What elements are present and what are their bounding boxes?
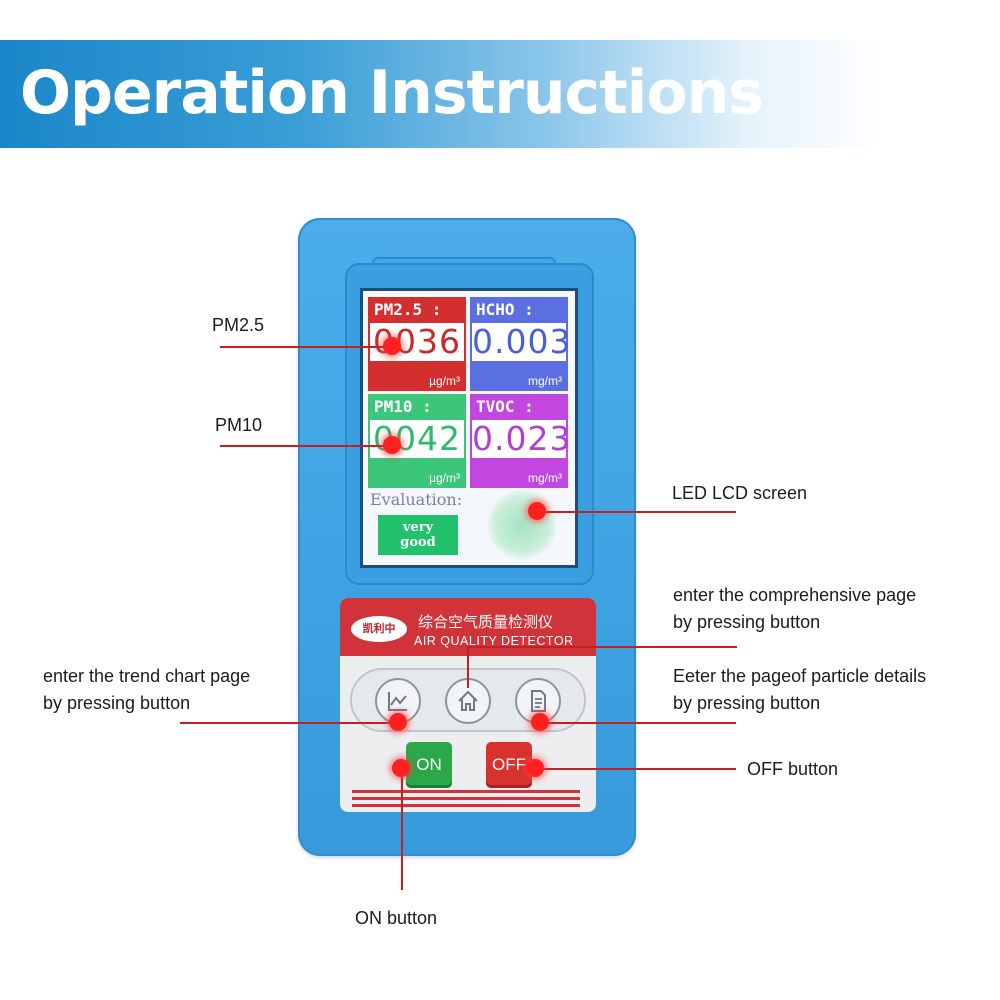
home-icon (458, 690, 478, 711)
evaluation-value-line2: good (400, 535, 436, 550)
pm25-marker (383, 337, 401, 355)
off-marker (526, 759, 544, 777)
on-button[interactable]: ON (406, 742, 452, 788)
evaluation-label: Evaluation: (370, 490, 463, 509)
tvoc-value: 0.023 (472, 419, 572, 458)
evaluation-face-icon (488, 490, 556, 560)
lcd-callout-line (538, 511, 736, 513)
tvoc-unit: mg/m³ (528, 471, 562, 485)
hcho-label: HCHO : (476, 300, 534, 319)
off-callout-line (535, 768, 736, 770)
page-title: Operation Instructions (20, 58, 764, 128)
pm10-callout-label: PM10 (215, 415, 263, 435)
trend-marker (389, 713, 407, 731)
trend-callout-label: enter the trend chart page by pressing b… (43, 663, 250, 717)
tvoc-reading-cell: TVOC : 0.023 mg/m³ (470, 394, 572, 488)
pm25-value: 0036 (370, 323, 464, 361)
comprehensive-callout-vertical (467, 646, 469, 688)
trend-chart-button[interactable] (375, 678, 421, 724)
on-callout-line (401, 768, 403, 890)
on-callout-label: ON button (355, 908, 438, 928)
document-icon (531, 690, 546, 712)
pm10-label: PM10 : (374, 397, 432, 416)
evaluation-value-line1: very (402, 520, 434, 535)
pm10-callout-line (220, 445, 392, 447)
trend-callout-line (180, 722, 398, 724)
lcd-marker (528, 502, 546, 520)
particle-callout-label: Eeter the pageof particle details by pre… (673, 663, 926, 717)
brand-name-chinese: 综合空气质量检测仪 (418, 614, 554, 631)
pm25-label: PM2.5 : (374, 300, 442, 319)
brand-logo: 凯利中 (351, 616, 407, 642)
particle-marker (531, 713, 549, 731)
trend-chart-icon (388, 692, 407, 711)
off-button[interactable]: OFF (486, 742, 532, 788)
trend-callout-line2: by pressing button (43, 693, 191, 713)
particle-callout-line (540, 722, 736, 724)
panel-stripe (352, 804, 580, 807)
comprehensive-callout-line2: by pressing button (673, 612, 821, 632)
pm25-unit: µg/m³ (429, 374, 460, 388)
on-marker (392, 759, 410, 777)
comprehensive-callout-label: enter the comprehensive page by pressing… (673, 582, 916, 636)
panel-stripe (352, 790, 580, 793)
header-banner (0, 40, 1000, 148)
off-callout-label: OFF button (747, 759, 839, 779)
particle-callout-line2: by pressing button (673, 693, 821, 713)
pm25-callout-label: PM2.5 (212, 315, 265, 335)
hcho-unit: mg/m³ (528, 374, 562, 388)
brand-name-english: AIR QUALITY DETECTOR (414, 634, 574, 648)
comprehensive-callout-line1: enter the comprehensive page (673, 585, 917, 605)
tvoc-label: TVOC : (476, 397, 534, 416)
pm25-reading-cell: PM2.5 : 0036 µg/m³ (368, 297, 466, 391)
trend-callout-line1: enter the trend chart page (43, 666, 251, 686)
panel-stripe (352, 797, 580, 800)
pm10-marker (383, 436, 401, 454)
hcho-reading-cell: HCHO : 0.003 mg/m³ (470, 297, 572, 391)
comprehensive-callout-line (467, 646, 737, 648)
evaluation-badge: very good (378, 515, 458, 555)
pm25-callout-line (220, 346, 392, 348)
home-button[interactable] (445, 678, 491, 724)
pm10-unit: µg/m³ (429, 471, 460, 485)
hcho-value: 0.003 (472, 322, 572, 361)
particle-callout-line1: Eeter the pageof particle details (673, 666, 927, 686)
lcd-callout-label: LED LCD screen (672, 483, 808, 503)
